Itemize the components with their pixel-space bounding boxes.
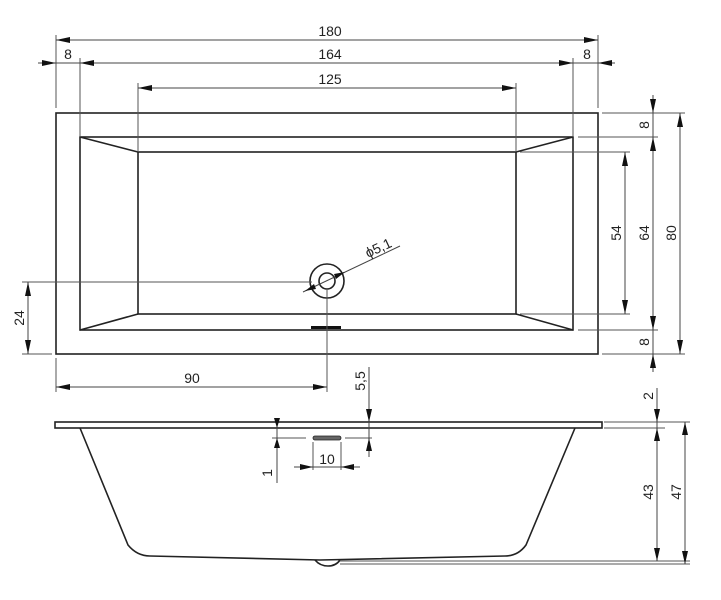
dim-drain-from-left-label: 90 xyxy=(184,370,200,386)
dim-rim-bottom-label: 8 xyxy=(636,338,652,346)
overflow-slot xyxy=(312,435,342,441)
arrow-icon xyxy=(502,85,516,91)
arrow-icon xyxy=(654,548,660,561)
dim-inner-depth-label: 43 xyxy=(640,484,656,500)
dim-rim-top-label: 8 xyxy=(636,121,652,129)
drain-inner-icon xyxy=(318,272,336,290)
slope-line-tr xyxy=(515,136,574,153)
drain-bulge xyxy=(314,559,341,567)
arrow-icon xyxy=(80,60,94,66)
dim-rim-left-label: 8 xyxy=(64,46,72,62)
arrow-icon xyxy=(677,340,683,354)
arrow-icon xyxy=(274,438,280,448)
dim-inner-length-label: 164 xyxy=(318,46,342,62)
arrow-icon xyxy=(650,137,656,151)
arrow-icon xyxy=(682,551,688,564)
dim-overflow-offset-label: 5,5 xyxy=(352,371,368,391)
arrow-icon xyxy=(305,284,316,291)
arrow-icon xyxy=(650,316,656,330)
slope-line-bl xyxy=(79,313,139,331)
arrow-icon xyxy=(56,37,70,43)
top-view: ϕ5,1 180 164 8 8 125 xyxy=(11,23,685,392)
side-rim xyxy=(54,421,603,429)
arrow-icon xyxy=(677,113,683,127)
arrow-icon xyxy=(654,428,660,441)
dim-overall-length-label: 180 xyxy=(318,23,342,39)
arrow-icon xyxy=(559,60,573,66)
tub-body-profile xyxy=(79,427,576,561)
dim-bottom-width-label: 54 xyxy=(608,225,624,241)
dim-overflow-width-label: 10 xyxy=(319,451,335,467)
arrow-icon xyxy=(341,464,354,470)
arrow-icon xyxy=(650,354,656,368)
arrow-icon xyxy=(598,60,612,66)
arrow-icon xyxy=(42,60,56,66)
arrow-icon xyxy=(622,300,628,314)
arrow-icon xyxy=(584,37,598,43)
arrow-icon xyxy=(650,99,656,113)
dim-rim-right-label: 8 xyxy=(583,46,591,62)
arrow-icon xyxy=(25,282,31,296)
arrow-icon xyxy=(334,272,345,279)
slope-line-br xyxy=(515,313,574,331)
dim-inner-width-label: 64 xyxy=(636,225,652,241)
overflow-marker xyxy=(311,326,341,329)
dim-overall-width-label: 80 xyxy=(663,225,679,241)
side-view: 1 10 5,5 2 43 47 xyxy=(54,367,690,567)
dim-rim-thickness-label: 2 xyxy=(640,392,656,400)
dim-drain-from-front-label: 24 xyxy=(11,310,27,326)
arrow-icon xyxy=(366,409,372,422)
arrow-icon xyxy=(274,418,280,428)
arrow-icon xyxy=(56,384,70,390)
arrow-icon xyxy=(25,340,31,354)
arrow-icon xyxy=(366,438,372,451)
arrow-icon xyxy=(138,85,152,91)
dim-overflow-rim-gap-label: 1 xyxy=(259,469,275,477)
arrow-icon xyxy=(682,422,688,435)
arrow-icon xyxy=(300,464,313,470)
dim-overall-height-label: 47 xyxy=(668,484,684,500)
arrow-icon xyxy=(313,384,327,390)
slope-line-tl xyxy=(79,136,139,153)
dim-bottom-length-label: 125 xyxy=(318,71,342,87)
arrow-icon xyxy=(622,152,628,166)
arrow-icon xyxy=(654,409,660,422)
drain-diameter-leader xyxy=(302,245,401,293)
